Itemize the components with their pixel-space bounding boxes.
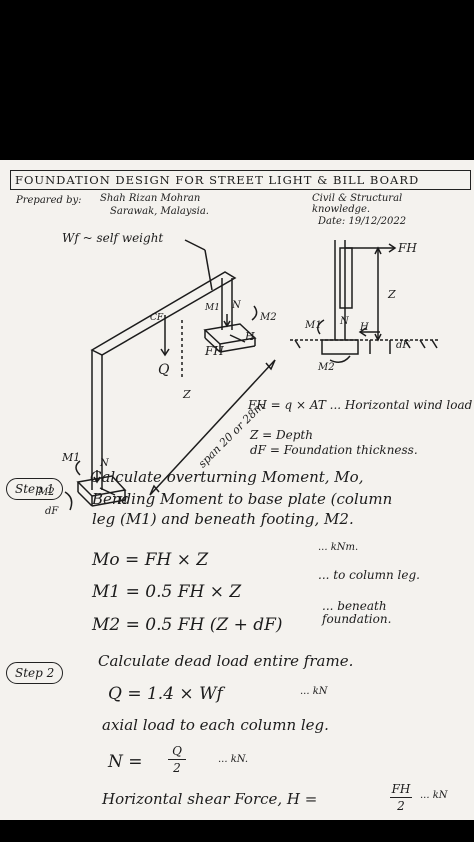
eq-n-fraction: Q 2 (168, 744, 186, 775)
eq-n-numerator: Q (172, 744, 182, 758)
label-df-elev: dF (396, 340, 410, 351)
legend-df: dF = Foundation thickness. (250, 443, 418, 457)
eq-m2-note: ... beneath foundation. (322, 599, 392, 626)
step1-badge: Step 1 (6, 478, 64, 500)
eq-m1-note: ... to column leg. (318, 568, 420, 582)
label-m1-elev: M1 (304, 320, 322, 331)
label-df-left: dF (45, 506, 59, 517)
eq-mo: Mo = FH × Z (92, 550, 209, 570)
eq-q-unit: ... kN (300, 686, 328, 697)
eq-h-unit: ... kN (420, 790, 448, 801)
eq-h-numerator: FH (391, 782, 411, 796)
label-fh-right: FH (397, 241, 417, 255)
author-name: Shah Rizan Mohran (100, 193, 201, 204)
label-n-right: N (231, 300, 242, 311)
label-m1-right: M1 (204, 303, 220, 313)
step2-badge: Step 2 (6, 662, 64, 684)
label-self-weight: Wf ~ self weight (62, 231, 163, 245)
label-z-right: Z (387, 288, 396, 301)
subject-line: Civil & Structural knowledge. (312, 193, 403, 215)
label-h-right: H (244, 330, 255, 343)
label-n-left: N (99, 458, 110, 469)
eq-n-denominator: 2 (173, 761, 181, 775)
label-h-left: H (117, 494, 128, 507)
eq-h-fraction-bar (390, 797, 412, 798)
step1-text-1: Calculate overturning Moment, Mo, (90, 468, 364, 486)
step2-text-3: Horizontal shear Force, H = (102, 790, 318, 808)
eq-n-unit: ... kN. (218, 754, 249, 765)
eq-m2: M2 = 0.5 FH (Z + dF) (92, 615, 283, 635)
frame-diagram: Wf ~ self weight span 20 or 28m Q Z CF F… (37, 231, 440, 517)
legend-fh: FH = q × AT ... Horizontal wind load (248, 398, 473, 412)
eq-n-left: N = (108, 752, 143, 772)
label-q: Q (158, 362, 170, 378)
step1-text-2: Bending Moment to base plate (column (92, 490, 393, 508)
eq-h-fraction: FH 2 (390, 782, 412, 813)
label-fh-left: FH (204, 344, 224, 358)
eq-mo-unit: ... kNm. (318, 542, 359, 553)
label-n-elev: N (339, 316, 350, 327)
legend-z: Z = Depth (250, 428, 313, 442)
eq-m1: M1 = 0.5 FH × Z (92, 582, 242, 602)
label-m2-elev: M2 (317, 362, 335, 373)
author-location: Sarawak, Malaysia. (110, 206, 209, 217)
label-m1-left: M1 (61, 451, 80, 464)
label-cf: CF (150, 313, 164, 323)
date-label: Date: 19/12/2022 (318, 216, 407, 227)
step1-text-3: leg (M1) and beneath footing, M2. (92, 510, 354, 528)
label-h-elev: H (359, 322, 369, 333)
label-z-left: Z (182, 388, 191, 401)
step2-text-2: axial load to each column leg. (102, 716, 329, 734)
label-m2-right: M2 (259, 312, 277, 323)
step2-text-1: Calculate dead load entire frame. (98, 652, 354, 670)
notes-page: FOUNDATION DESIGN FOR STREET LIGHT & BIL… (0, 160, 474, 820)
page-title: FOUNDATION DESIGN FOR STREET LIGHT & BIL… (10, 170, 471, 190)
label-m2-left: M2 (37, 487, 55, 498)
prepared-by-label: Prepared by: (16, 195, 82, 206)
eq-q: Q = 1.4 × Wf (108, 684, 223, 704)
eq-n-fraction-bar (168, 759, 186, 760)
eq-h-denominator: 2 (397, 799, 405, 813)
